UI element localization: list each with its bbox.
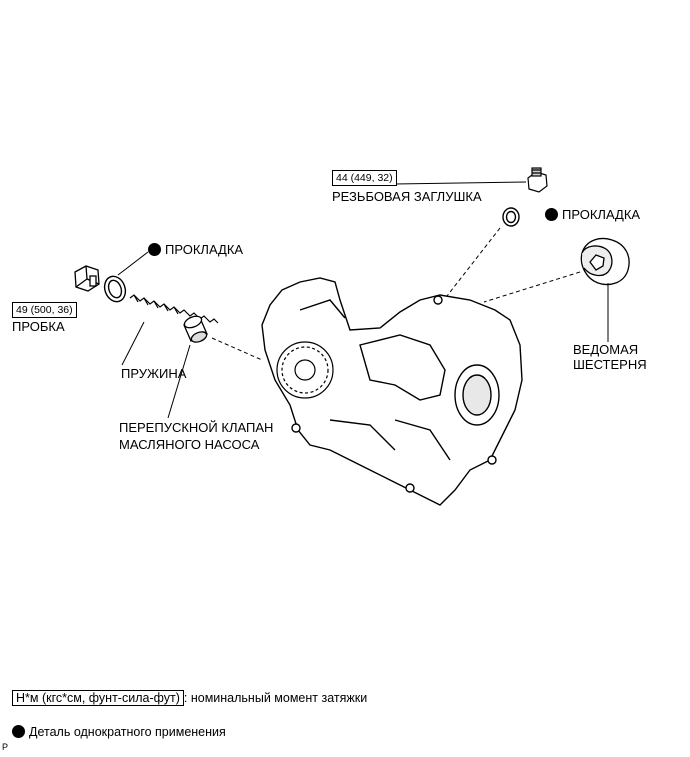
torque-legend: Н*м (кгс*см, фунт-сила-фут): номинальный… bbox=[12, 690, 367, 706]
screw-plug-label: РЕЗЬБОВАЯ ЗАГЛУШКА bbox=[332, 189, 482, 204]
driven-gear-label-line2: ШЕСТЕРНЯ bbox=[573, 357, 647, 372]
plug-torque-box: 49 (500, 36) bbox=[12, 302, 77, 318]
spring bbox=[129, 294, 219, 324]
non-reusable-icon bbox=[148, 243, 161, 256]
screw-plug-gasket bbox=[502, 207, 520, 227]
dashed-guide-lines bbox=[211, 227, 581, 361]
torque-legend-desc: : номинальный момент затяжки bbox=[183, 691, 368, 705]
spring-label: ПРУЖИНА bbox=[121, 366, 187, 381]
screw-plug-torque-box: 44 (449, 32) bbox=[332, 170, 397, 186]
relief-valve-label-line2: МАСЛЯНОГО НАСОСА bbox=[119, 437, 260, 452]
corner-mark: P bbox=[2, 742, 9, 752]
non-reusable-icon bbox=[12, 725, 25, 738]
non-reusable-legend: Деталь однократного применения bbox=[12, 724, 226, 740]
drain-plug-gasket bbox=[103, 275, 127, 303]
relief-valve bbox=[183, 315, 208, 343]
leader-lines bbox=[117, 181, 609, 419]
drain-plug bbox=[74, 265, 100, 292]
screw-plug bbox=[527, 167, 548, 193]
drive-gear bbox=[276, 341, 334, 399]
non-reusable-icon bbox=[545, 208, 558, 221]
relief-valve-label-line1: ПЕРЕПУСКНОЙ КЛАПАН bbox=[119, 420, 274, 435]
torque-units-box: Н*м (кгс*см, фунт-сила-фут) bbox=[12, 690, 184, 706]
oil-pump-housing bbox=[261, 277, 523, 506]
driven-gear bbox=[580, 237, 630, 286]
plug-label: ПРОБКА bbox=[12, 319, 65, 334]
gasket-drain-label: ПРОКЛАДКА bbox=[148, 242, 243, 258]
gasket-screw-plug-label: ПРОКЛАДКА bbox=[545, 207, 640, 223]
driven-gear-label-line1: ВЕДОМАЯ bbox=[573, 342, 639, 357]
